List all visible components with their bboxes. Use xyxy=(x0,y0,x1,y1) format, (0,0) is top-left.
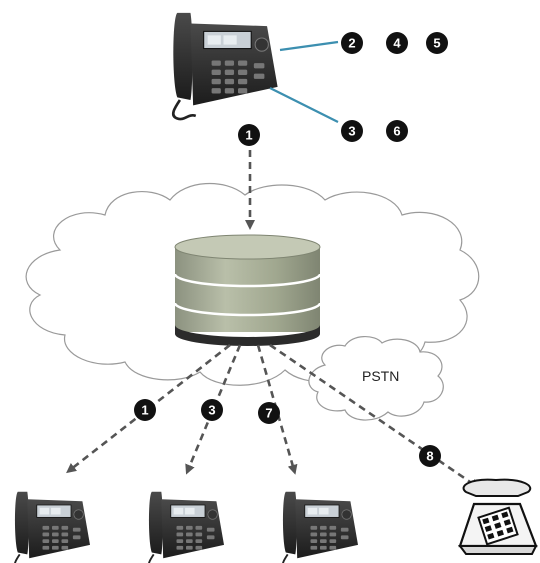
landline-telephone-icon xyxy=(458,478,538,555)
svg-text:7: 7 xyxy=(265,406,272,421)
step-badge-top-key-1: 2 xyxy=(341,32,363,54)
step-badge-top-key-3: 5 xyxy=(426,32,448,54)
svg-text:2: 2 xyxy=(348,36,355,51)
step-badge-phone-to-server: 1 xyxy=(238,124,260,146)
pstn-label: PSTN xyxy=(362,368,399,384)
step-badge-server-to-phone-b: 3 xyxy=(201,399,223,421)
pointer-line-dial xyxy=(269,87,339,123)
arrow-server-to-landline xyxy=(269,343,481,489)
ip-desk-phone-bottom-1 xyxy=(13,490,91,563)
svg-text:1: 1 xyxy=(245,128,252,143)
svg-text:1: 1 xyxy=(141,403,148,418)
ip-desk-phone-top xyxy=(171,11,279,121)
pstn-cloud-icon xyxy=(308,336,444,421)
svg-text:6: 6 xyxy=(393,124,400,139)
svg-text:5: 5 xyxy=(433,36,440,51)
step-badge-server-to-landline: 8 xyxy=(419,445,441,467)
server-database-icon xyxy=(173,234,322,346)
step-badge-top-dial-2: 6 xyxy=(386,120,408,142)
ip-desk-phone-bottom-3 xyxy=(281,490,359,563)
svg-text:4: 4 xyxy=(393,36,401,51)
svg-text:8: 8 xyxy=(426,449,433,464)
pointer-line-keys xyxy=(279,40,339,52)
arrow-server-to-phone-b xyxy=(185,344,242,475)
step-badge-top-key-2: 4 xyxy=(386,32,408,54)
svg-text:3: 3 xyxy=(208,403,215,418)
step-badge-server-to-phone-c: 7 xyxy=(258,402,280,424)
ip-desk-phone-bottom-2 xyxy=(147,490,225,563)
step-badge-top-dial-1: 3 xyxy=(341,120,363,142)
step-badge-server-to-phone-a: 1 xyxy=(134,399,156,421)
svg-text:3: 3 xyxy=(348,124,355,139)
